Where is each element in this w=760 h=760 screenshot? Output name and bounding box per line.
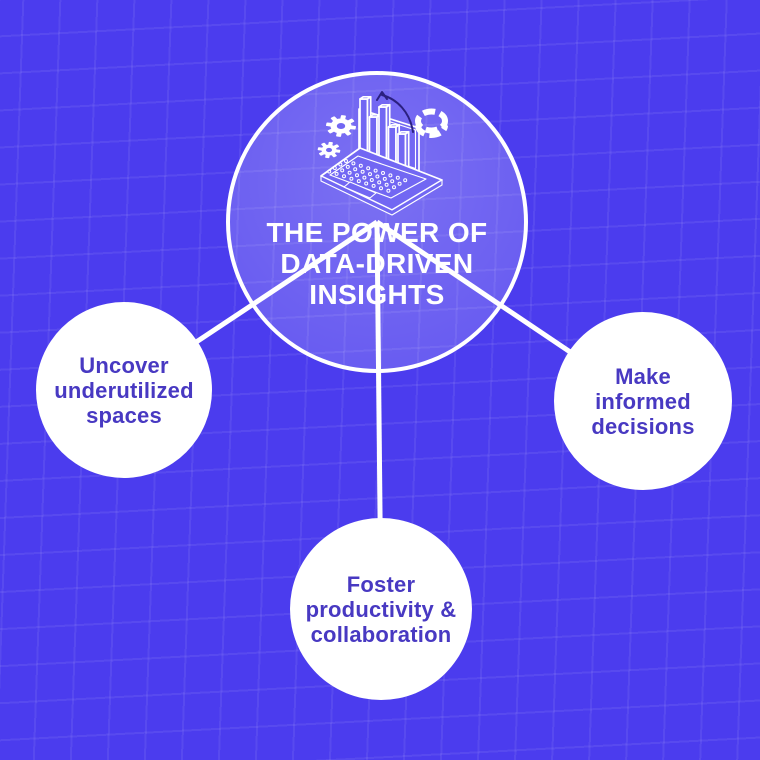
- hub-title-line: INSIGHTS: [309, 279, 445, 310]
- gear-icon-small: [317, 141, 341, 159]
- laptop-base: [320, 147, 443, 216]
- node-label: Make informed decisions: [591, 363, 695, 439]
- hub-title-line: THE POWER OF: [266, 217, 488, 248]
- keyboard-area: [329, 155, 427, 199]
- hub-circle: THE POWER OF DATA-DRIVEN INSIGHTS: [226, 71, 528, 373]
- gear-icon-large: [325, 115, 357, 137]
- node-label: Foster productivity & collaboration: [305, 571, 457, 647]
- node-uncover-spaces: Uncover underutilized spaces: [36, 302, 212, 478]
- laptop-analytics-illustration: [317, 91, 448, 216]
- hub-title-line: DATA-DRIVEN: [280, 248, 474, 279]
- trackpad: [343, 181, 377, 199]
- node-productivity-collaboration: Foster productivity & collaboration: [290, 518, 472, 700]
- node-label: Uncover underutilized spaces: [54, 352, 194, 428]
- growth-arrow-icon: [376, 91, 414, 133]
- hub-title: THE POWER OF DATA-DRIVEN INSIGHTS: [230, 217, 524, 310]
- node-informed-decisions: Make informed decisions: [554, 312, 732, 490]
- donut-chart-icon: [415, 108, 448, 138]
- keyboard-keys: [327, 159, 408, 193]
